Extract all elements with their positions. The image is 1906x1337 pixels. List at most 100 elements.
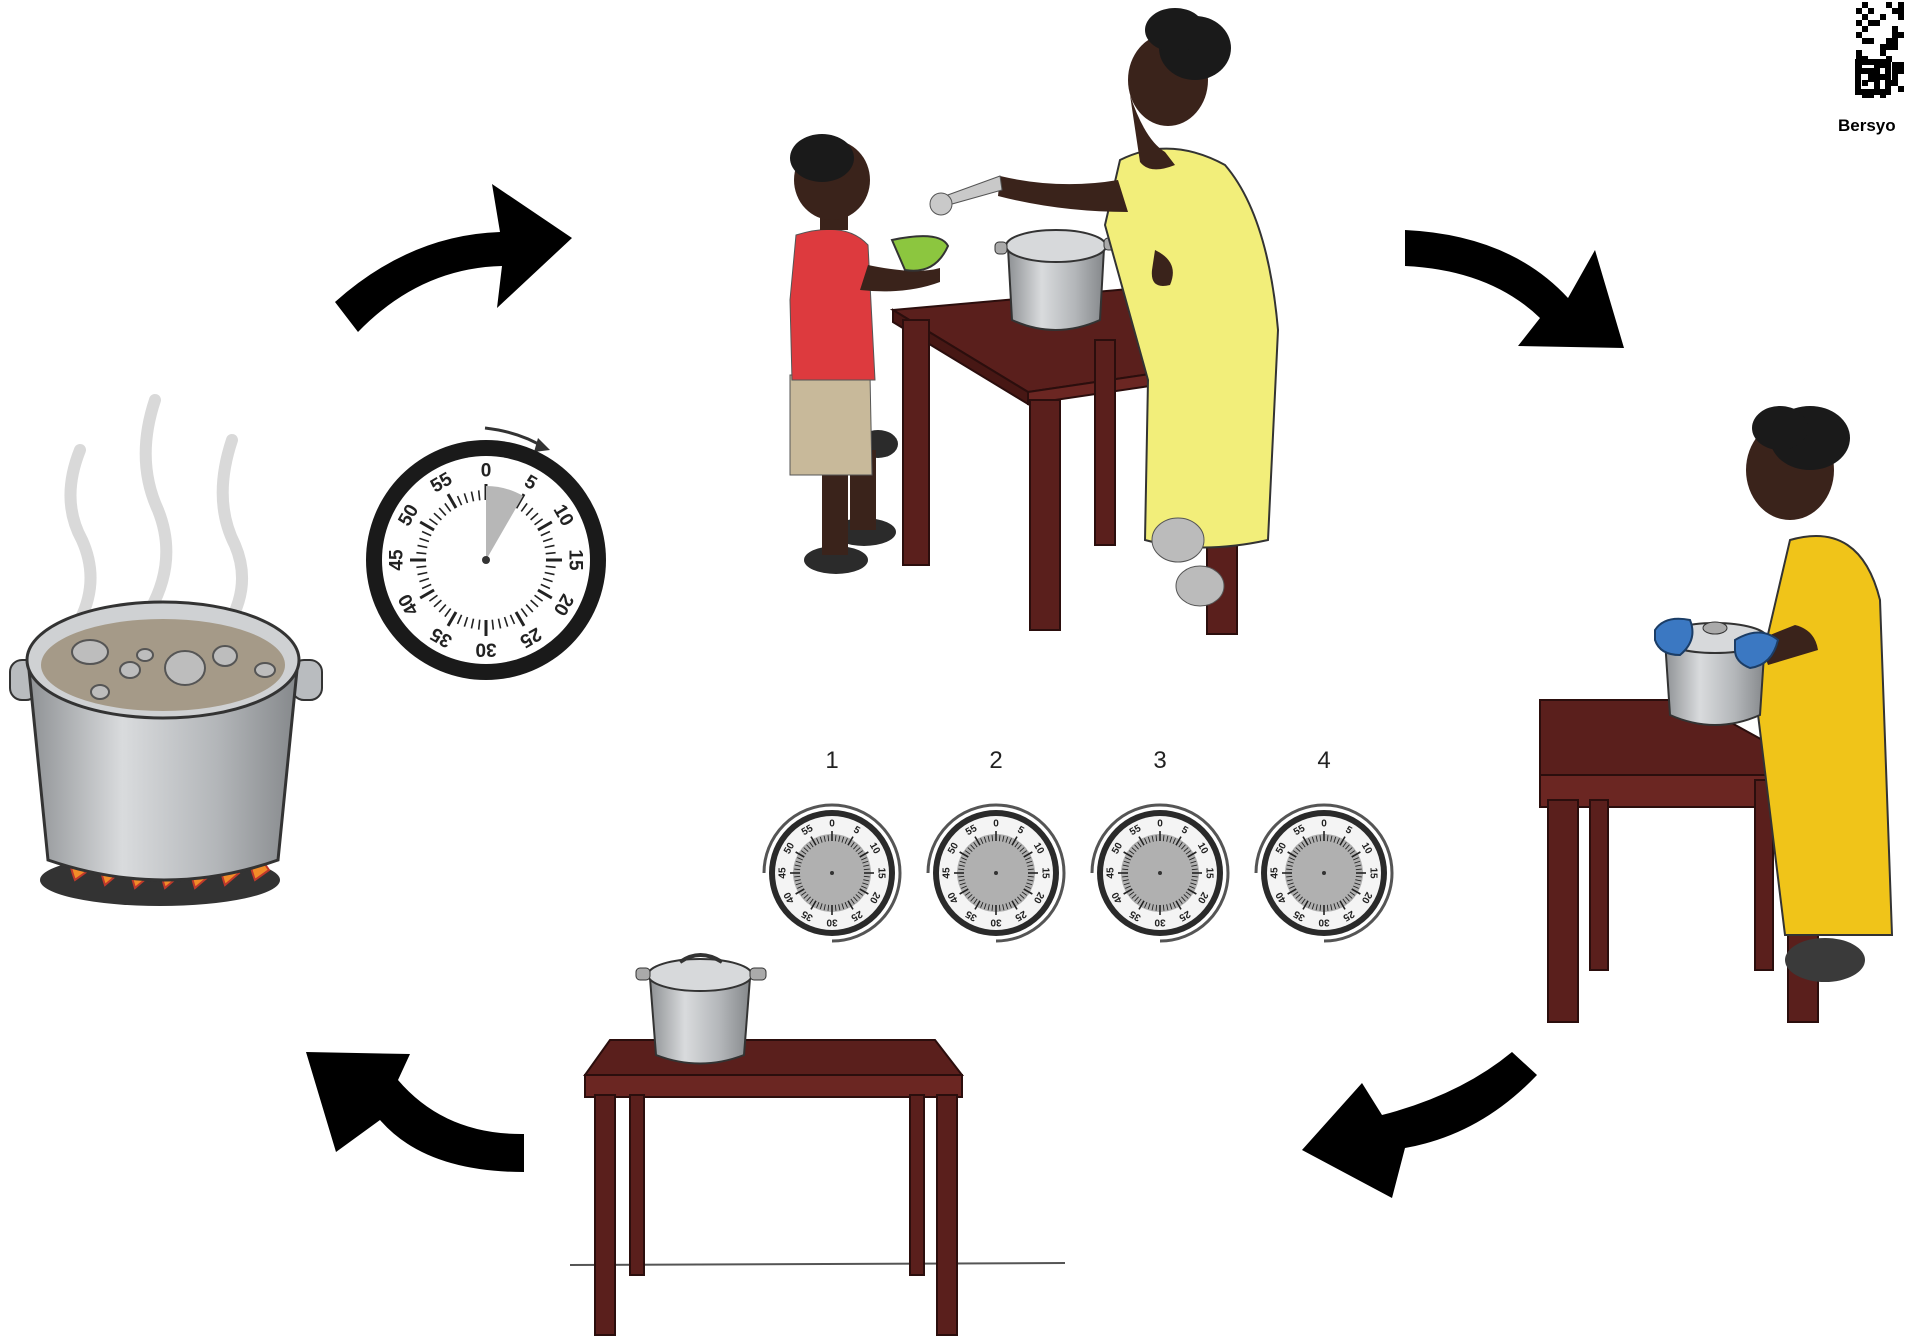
arrow-bottom-right xyxy=(1302,1052,1537,1198)
timer-tick xyxy=(1327,905,1328,911)
qr-module xyxy=(1862,38,1868,44)
timer-dial-number: 30 xyxy=(1154,917,1166,928)
qr-module xyxy=(1898,32,1904,38)
timer-step-label: 1 xyxy=(825,747,838,774)
timer-dial-number: 45 xyxy=(778,867,789,879)
scene-pot-on-table xyxy=(570,955,1065,1335)
scene-boiling-pot xyxy=(10,400,322,906)
qr-module xyxy=(1892,80,1898,86)
timer-tick xyxy=(1122,869,1128,870)
table-icon xyxy=(585,1040,962,1335)
timer-dial-number: 45 xyxy=(1106,867,1117,879)
qr-module xyxy=(1862,68,1868,74)
timer-dial-number: 0 xyxy=(1321,819,1327,830)
timer-step-label: 2 xyxy=(989,747,1002,774)
qr-module xyxy=(1898,68,1904,74)
timer-tick xyxy=(1356,869,1362,870)
timer-tick xyxy=(546,553,556,554)
qr-module xyxy=(1856,50,1862,56)
timer-tick xyxy=(828,905,829,911)
timer-dial-number: 45 xyxy=(387,549,408,571)
timer-tick xyxy=(1156,835,1157,841)
timer-tick xyxy=(1156,905,1157,911)
qr-module xyxy=(1868,8,1874,14)
qr-finder-center xyxy=(1868,72,1878,82)
qr-module xyxy=(1898,8,1904,14)
qr-module xyxy=(1862,14,1868,20)
qr-module xyxy=(1862,26,1868,32)
timer-dial-number: 30 xyxy=(990,917,1002,928)
timer-tick xyxy=(1028,876,1034,877)
timer-center xyxy=(830,871,834,875)
qr-module xyxy=(1880,44,1886,50)
qr-module xyxy=(1898,14,1904,20)
qr-module xyxy=(1886,2,1892,8)
timer-step-label: 4 xyxy=(1317,747,1330,774)
timer-tick xyxy=(1356,876,1362,877)
timer-dial-number: 45 xyxy=(942,867,953,879)
timer-tick xyxy=(479,490,480,500)
timer-tick xyxy=(958,876,964,877)
timer-center xyxy=(994,871,998,875)
timer-tick xyxy=(999,905,1000,911)
qr-module xyxy=(1856,32,1862,38)
timer-tick xyxy=(864,876,870,877)
timer-dial-number: 0 xyxy=(1157,819,1163,830)
qr-module xyxy=(1898,2,1904,8)
timer-tick xyxy=(1286,876,1292,877)
timer-tick xyxy=(794,876,800,877)
qr-module xyxy=(1892,62,1898,68)
timer-tick xyxy=(1163,905,1164,911)
qr-module xyxy=(1868,20,1874,26)
qr-module xyxy=(1886,44,1892,50)
timer-tick xyxy=(416,566,426,567)
qr-module xyxy=(1892,8,1898,14)
qr-module xyxy=(1880,14,1886,20)
timer-tick xyxy=(1320,905,1321,911)
timer-dial-number: 15 xyxy=(876,867,887,879)
qr-module xyxy=(1892,26,1898,32)
timer-tick xyxy=(1163,835,1164,841)
timer-tick xyxy=(992,905,993,911)
qr-module xyxy=(1874,20,1880,26)
scene-serving-food xyxy=(790,8,1278,634)
arrow-top-right xyxy=(1405,230,1624,348)
timer-center xyxy=(1158,871,1162,875)
arrow-top-left xyxy=(335,184,572,332)
timer-tick xyxy=(1320,835,1321,841)
timer-dial-number: 30 xyxy=(1318,917,1330,928)
qr-module xyxy=(1886,38,1892,44)
small-timer: 40510152025303540455055 xyxy=(1256,747,1392,941)
qr-code-icon xyxy=(1856,2,1904,98)
timer-step-label: 3 xyxy=(1153,747,1166,774)
timer-tick xyxy=(1286,869,1292,870)
cooking-pot-icon xyxy=(10,602,322,880)
timer-dial-number: 30 xyxy=(826,917,838,928)
timer-dial-number: 15 xyxy=(565,549,586,571)
qr-module xyxy=(1898,86,1904,92)
timer-tick xyxy=(828,835,829,841)
small-timer: 20510152025303540455055 xyxy=(928,747,1064,941)
steam xyxy=(70,400,242,625)
timer-tick xyxy=(835,835,836,841)
timer-dial-number: 45 xyxy=(1270,867,1281,879)
qr-module xyxy=(1880,50,1886,56)
timer-tick xyxy=(835,905,836,911)
qr-module xyxy=(1862,2,1868,8)
timer-tick xyxy=(1028,869,1034,870)
timer-tick xyxy=(1122,876,1128,877)
timer-dial-number: 0 xyxy=(993,819,999,830)
timer-tick xyxy=(794,869,800,870)
qr-module xyxy=(1892,32,1898,38)
timer-dial-number: 15 xyxy=(1204,867,1215,879)
timer-tick xyxy=(1192,869,1198,870)
timer-tick xyxy=(958,869,964,870)
qr-code-label: Bersyo xyxy=(1838,116,1896,136)
timer-tick xyxy=(479,620,480,630)
timer-tick xyxy=(1192,876,1198,877)
small-timer: 10510152025303540455055 xyxy=(764,747,900,941)
qr-module xyxy=(1856,8,1862,14)
